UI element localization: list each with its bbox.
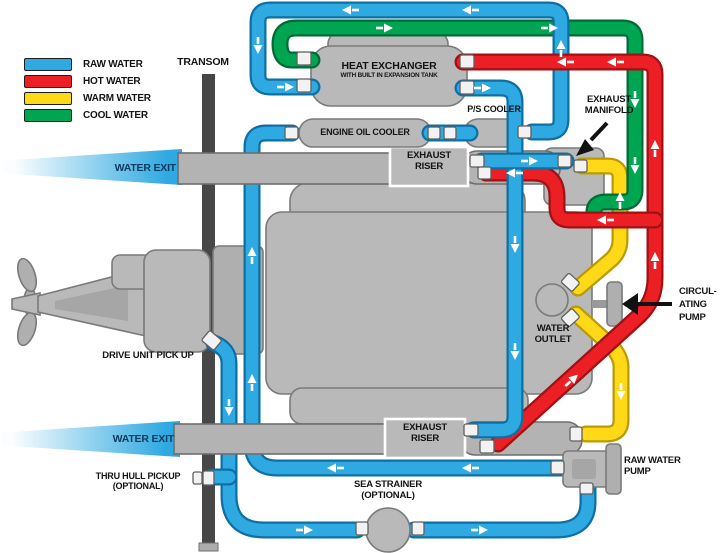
legend-item-warm-water: WARM WATER xyxy=(24,90,151,107)
raw-water-pump-label: RAW WATER PUMP xyxy=(624,455,704,478)
raw-water-pump-body xyxy=(562,443,622,495)
hot-water-pipe-riser-link xyxy=(477,164,664,229)
transom-label: TRANSOM xyxy=(177,56,229,68)
exhaust-riser-bottom-box xyxy=(383,417,467,460)
exhaust-manifold-pointer-icon xyxy=(576,121,609,156)
exhaust-riser-bottom-label: EXHAUST RISER xyxy=(387,422,463,445)
legend-swatch xyxy=(24,75,72,88)
thru-hull-pickup-line2: (OPTIONAL) xyxy=(112,481,164,492)
water-outlet-line1: WATER xyxy=(536,323,570,334)
legend-item-hot-water: HOT WATER xyxy=(24,73,151,90)
water-exit-bottom-label: WATER EXIT xyxy=(112,433,175,445)
thru-hull-pickup-line1: THRU HULL PICKUP xyxy=(95,471,181,481)
circulating-pump-line3: PUMP xyxy=(679,311,706,323)
propeller-blade-bottom xyxy=(16,311,38,347)
drive-housing xyxy=(143,249,211,353)
legend-label: COOL WATER xyxy=(83,110,148,121)
sea-strainer-line1: SEA STRAINER xyxy=(354,479,422,490)
legend-label: RAW WATER xyxy=(83,59,143,70)
legend-swatch xyxy=(24,109,72,122)
circulating-pump-pointer-icon xyxy=(622,293,672,315)
heat-exchanger-line1: HEAT EXCHANGER xyxy=(341,60,437,72)
sea-strainer-body xyxy=(365,507,411,553)
exhaust-riser-top-label: EXHAUST RISER xyxy=(392,150,466,173)
exhaust-manifold-label: EXHAUST MANIFOLD xyxy=(568,94,650,117)
heat-exchanger-label: HEAT EXCHANGER WITH BUILT IN EXPANSION T… xyxy=(316,60,462,79)
water-exit-top-label: WATER EXIT xyxy=(114,162,177,174)
exhaust-manifold-line2: MANIFOLD xyxy=(584,104,634,116)
drive-unit-pickup-label: DRIVE UNIT PICK UP xyxy=(102,350,194,361)
water-outlet-label: WATER OUTLET xyxy=(524,323,582,346)
engine-oil-cooler-label: ENGINE OIL COOLER xyxy=(320,127,410,137)
legend-swatch xyxy=(24,92,72,105)
water-outlet-line2: OUTLET xyxy=(534,333,572,345)
legend: RAW WATER HOT WATER WARM WATER COOL WATER xyxy=(24,56,151,124)
legend-swatch xyxy=(24,58,72,71)
cool-water-pipe xyxy=(271,19,644,228)
raw-water-pump-line1: RAW WATER xyxy=(624,455,681,466)
thru-hull-pickup-label: THRU HULL PICKUP (OPTIONAL) xyxy=(84,471,192,492)
transom-foot xyxy=(198,542,219,552)
exhaust-riser-top-line2: RISER xyxy=(414,160,444,172)
circulating-pump-label: CIRCUL- ATING PUMP xyxy=(679,286,720,324)
pipe-fittings xyxy=(192,51,594,536)
legend-item-raw-water: RAW WATER xyxy=(24,56,151,73)
heat-exchanger-line2: WITH BUILT IN EXPANSION TANK xyxy=(340,72,438,80)
strainer-to-pump-pipe xyxy=(405,477,597,539)
legend-label: WARM WATER xyxy=(83,93,151,104)
drive-pickup-pipe xyxy=(204,334,366,539)
raw-water-pump-line2: PUMP xyxy=(624,465,651,477)
ps-cooler-label: P/S COOLER xyxy=(467,104,521,114)
exhaust-riser-bottom-line1: EXHAUST xyxy=(403,422,447,433)
legend-label: HOT WATER xyxy=(83,76,141,87)
heat-exchanger xyxy=(310,31,468,107)
legend-item-cool-water: COOL WATER xyxy=(24,107,151,124)
circulating-pump-body xyxy=(592,281,623,327)
circulating-pump-line2: ATING xyxy=(679,298,707,310)
circulating-pump-line1: CIRCUL- xyxy=(679,286,717,297)
exhaust-riser-top-box xyxy=(388,145,470,188)
sea-strainer-label: SEA STRAINER (OPTIONAL) xyxy=(342,479,434,502)
exhaust-manifold-line1: EXHAUST xyxy=(587,94,631,105)
propeller-blade-top xyxy=(16,257,38,293)
raw-water-pump-discharge-pipe xyxy=(243,124,577,477)
exhaust-riser-top-line1: EXHAUST xyxy=(407,150,451,161)
hot-water-pipe-main xyxy=(454,53,664,453)
drive-unit xyxy=(11,249,211,353)
sea-strainer-line2: (OPTIONAL) xyxy=(361,489,415,501)
exhaust-riser-bottom-line2: RISER xyxy=(410,432,440,444)
water-outlet-body xyxy=(535,283,569,317)
